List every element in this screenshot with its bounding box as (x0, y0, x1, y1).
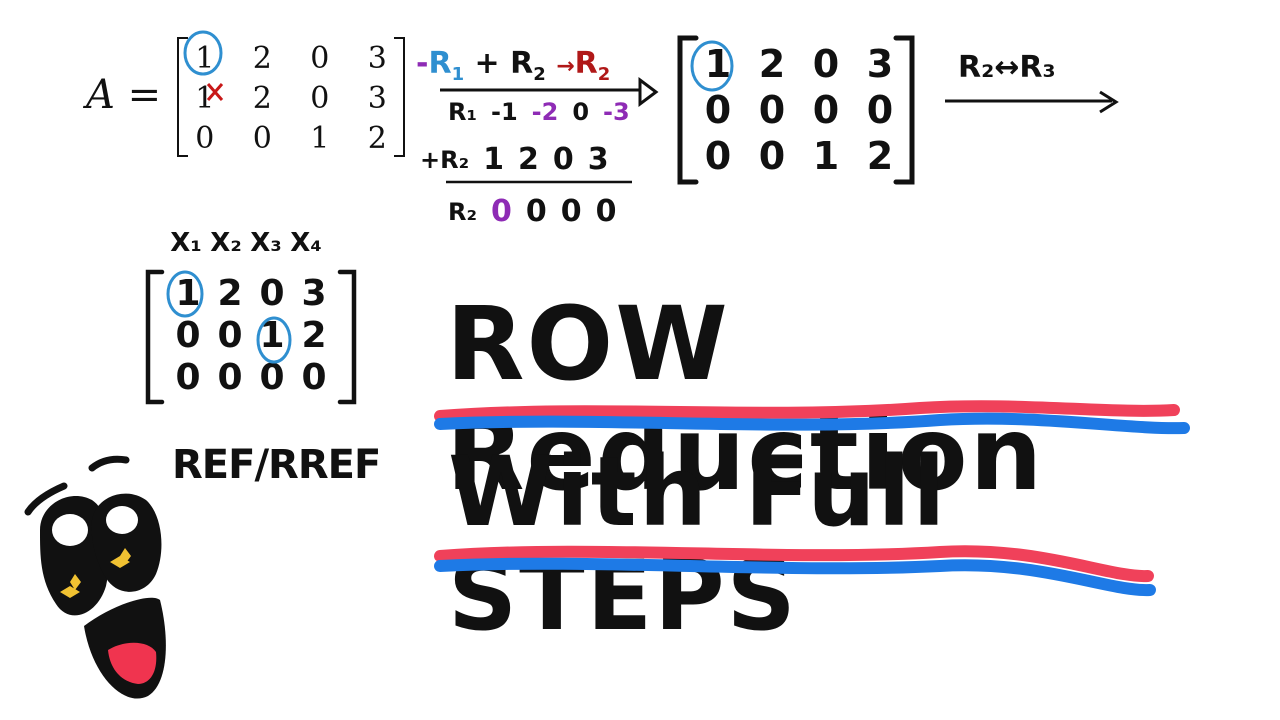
matrix-cell: 0 (195, 120, 215, 156)
matrix-cell: 0 (217, 357, 243, 398)
ref-rref-label: REF/RREF (172, 442, 381, 488)
matrix-c: 1 2 0 3 0 0 1 2 0 0 0 0 (166, 272, 336, 400)
matrix-cell: 2 (758, 42, 786, 86)
column-header: X₄ (290, 228, 322, 258)
matrix-cell: 0 (217, 315, 243, 356)
matrix-c-row: 0 0 0 0 (168, 358, 334, 398)
matrix-cell: 2 (217, 273, 243, 314)
work-value: -1 (491, 98, 518, 126)
tongue-icon (108, 642, 157, 684)
column-header: X₂ (210, 228, 242, 258)
matrix-cell: 0 (704, 134, 732, 178)
matrix-a-brackets (177, 37, 405, 157)
matrix-cell: 0 (704, 88, 732, 132)
op-negative: - (416, 46, 429, 81)
matrix-cell: 3 (367, 40, 387, 76)
work-value: 0 (595, 194, 617, 229)
cartoon-face-icon (24, 455, 166, 699)
matrix-a-label: A = (86, 72, 162, 118)
matrix-cell: 0 (866, 88, 894, 132)
op-r1-sub: 1 (451, 64, 465, 85)
op-r1: R (428, 46, 452, 81)
work-value: -3 (603, 98, 630, 126)
matrix-cell: 1 (195, 40, 215, 76)
column-header: X₃ (250, 228, 282, 258)
matrix-a-row: 1 2 0 3 (176, 78, 406, 118)
matrix-cell: 1 (195, 80, 215, 116)
matrix-b-row: 0 0 0 0 (692, 88, 906, 132)
op-plus: + (474, 46, 500, 81)
matrix-a-row: 0 0 1 2 (176, 118, 406, 158)
op-target-sub: 2 (597, 64, 611, 85)
work-value: 0 (525, 194, 547, 229)
matrix-b-row: 0 0 1 2 (692, 134, 906, 178)
matrix-cell: 2 (866, 134, 894, 178)
op-arrow: → (556, 54, 575, 79)
work-label: +R₂ (420, 145, 470, 174)
column-header: X₁ (170, 228, 202, 258)
matrix-cell: 0 (175, 357, 201, 398)
matrix-c-row: 1 2 0 3 (168, 274, 334, 314)
matrix-cell: 0 (812, 88, 840, 132)
work-value: 1 (483, 142, 504, 177)
matrix-cell: 1 (310, 120, 330, 156)
matrix-cell: 3 (367, 80, 387, 116)
matrix-cell: 0 (252, 120, 272, 156)
op-target: R (574, 46, 598, 81)
star-eye-icon (60, 574, 81, 598)
matrix-c-bracket-left (145, 269, 165, 405)
matrix-cell: 2 (252, 40, 272, 76)
title-line-2: With Full STEPS (448, 436, 948, 652)
matrix-b: 1 2 0 3 0 0 0 0 0 0 1 2 (690, 40, 908, 180)
work-value: 3 (587, 142, 609, 177)
matrix-c-row: 0 0 1 2 (168, 316, 334, 356)
matrix-cell: 0 (812, 42, 840, 86)
work-value: 0 (560, 194, 582, 229)
matrix-cell: 1 (175, 273, 201, 314)
matrix-cell: 1 (704, 42, 732, 86)
matrix-cell: 0 (175, 315, 201, 356)
matrix-c-headers: X₁ X₂ X₃ X₄ (166, 228, 326, 258)
work-label: R₁ (448, 98, 477, 126)
matrix-cell: 2 (301, 315, 327, 356)
matrix-cell: 3 (866, 42, 894, 86)
work-value: 0 (552, 142, 574, 177)
arrow-right-icon (945, 90, 1119, 114)
matrix-cell: 3 (301, 273, 327, 314)
matrix-cell: 0 (758, 88, 786, 132)
matrix-cell: 0 (259, 357, 285, 398)
matrix-cell: 1 (259, 315, 285, 356)
matrix-cell: 1 (812, 134, 840, 178)
work-row-result: R₂ 0 0 0 0 (440, 192, 625, 231)
matrix-a-row: 1 2 0 3 (176, 38, 406, 78)
matrix-cell: 0 (259, 273, 285, 314)
work-label: R₂ (448, 197, 477, 226)
matrix-cell: 0 (301, 357, 327, 398)
work-row-r1: R₁ -1 -2 0 -3 (440, 96, 638, 128)
matrix-cell: 0 (758, 134, 786, 178)
matrix-cell: 2 (252, 80, 272, 116)
matrix-cell: 2 (367, 120, 387, 156)
row-operation: -R1 + R2 →R2 (416, 46, 610, 85)
star-eye-icon (110, 548, 131, 568)
work-row-r2: +R₂ 1 2 0 3 (412, 140, 617, 179)
op-r2-sub: 2 (533, 64, 546, 85)
matrix-cell: 0 (310, 80, 330, 116)
matrix-a: 1 2 0 3 1 2 0 3 0 0 1 2 (176, 36, 406, 158)
matrix-c-bracket-right (337, 269, 357, 405)
work-value: -2 (531, 98, 559, 126)
matrix-cell: 0 (310, 40, 330, 76)
matrix-b-row: 1 2 0 3 (692, 42, 906, 86)
swap-label: R₂↔R₃ (958, 50, 1056, 85)
work-value: 2 (517, 142, 539, 177)
op-r2: R (510, 46, 534, 81)
work-value: 0 (491, 194, 512, 229)
work-value: 0 (572, 98, 590, 126)
